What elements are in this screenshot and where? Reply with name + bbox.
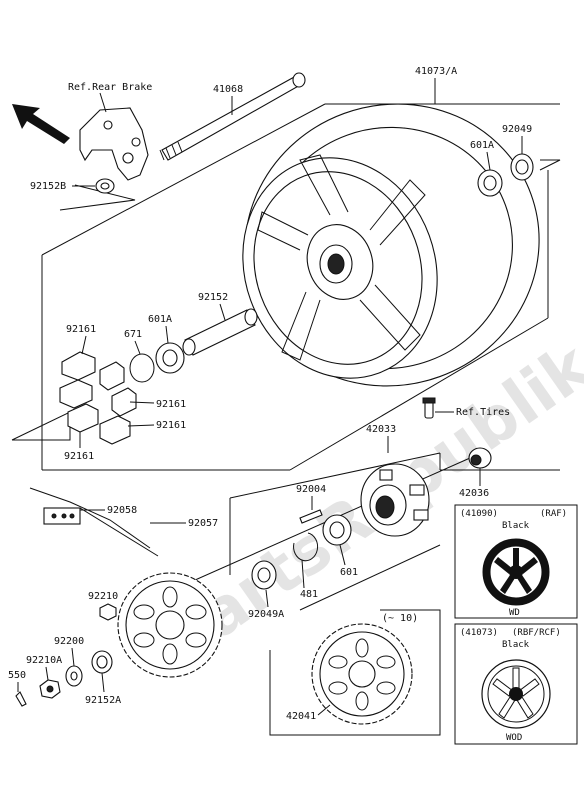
inset-wheel-wod: (41073) (RBF/RCF) Black WOD xyxy=(454,623,578,745)
chain-92057 xyxy=(29,487,159,557)
cotter-pin-550 xyxy=(15,691,27,707)
label-42036: 42036 xyxy=(459,488,489,499)
label-41073a: 41073/A xyxy=(415,66,457,77)
collar-92152b xyxy=(95,178,115,194)
collar-92152 xyxy=(182,308,258,356)
rear-brake-bracket xyxy=(79,107,149,181)
sprocket-42041 xyxy=(311,623,413,725)
axle-41068 xyxy=(159,72,306,161)
label-42033: 42033 xyxy=(366,424,396,435)
collar-92152a xyxy=(91,650,113,674)
range-label: (~ 10) xyxy=(382,613,418,624)
label-92161-d: 92161 xyxy=(64,451,94,462)
ref-tires-label: Ref.Tires xyxy=(456,407,510,418)
ref-rear-brake-label: Ref.Rear Brake xyxy=(68,82,152,93)
collar-42036 xyxy=(468,447,492,469)
damper-set-92161 xyxy=(59,351,137,445)
sprocket xyxy=(117,572,223,678)
label-601: 601 xyxy=(340,567,358,578)
inset-wod-part: (41073) xyxy=(460,628,498,638)
arrow-up-left-icon xyxy=(12,104,70,144)
inset-wd-color: Black xyxy=(502,521,530,531)
tire-valve xyxy=(422,397,436,419)
stud-92004 xyxy=(299,509,323,524)
label-92057: 92057 xyxy=(188,518,218,529)
inset-wd-code: WD xyxy=(509,608,520,618)
label-92200: 92200 xyxy=(54,636,84,647)
label-92049a: 92049A xyxy=(248,609,284,620)
inset-wod-model: (RBF/RCF) xyxy=(512,628,561,638)
seal-92049a xyxy=(251,560,277,590)
label-92049: 92049 xyxy=(502,124,532,135)
nut-92210a xyxy=(39,679,61,699)
label-41068: 41068 xyxy=(213,84,243,95)
bearing-601a-mid xyxy=(155,342,185,374)
snap-ring-481 xyxy=(293,532,319,562)
wheel-assembly-outline xyxy=(11,103,561,471)
nut-92210 xyxy=(99,603,117,621)
label-481: 481 xyxy=(300,589,318,600)
label-92210: 92210 xyxy=(88,591,118,602)
inset-wd-part: (41090) xyxy=(460,509,498,519)
inset-wd-model: (RAF) xyxy=(540,509,567,519)
label-601a-mid: 601A xyxy=(148,314,172,325)
washer-92200 xyxy=(65,665,83,687)
label-92161-b: 92161 xyxy=(156,399,186,410)
rear-wheel-41073a xyxy=(242,103,540,387)
label-92161-a: 92161 xyxy=(66,324,96,335)
inset-wheel-wd: (41090) (RAF) Black WD xyxy=(454,504,578,619)
label-92004: 92004 xyxy=(296,484,326,495)
label-550: 550 xyxy=(8,670,26,681)
alt-sprocket-box xyxy=(269,609,441,736)
bearing-601a-top xyxy=(477,169,503,197)
coupling-42033 xyxy=(360,463,430,537)
inset-wod-code: WOD xyxy=(506,733,522,743)
inset-wod-color: Black xyxy=(502,640,530,650)
seal-92049 xyxy=(510,153,534,181)
label-92210a: 92210A xyxy=(26,655,62,666)
label-92152a: 92152A xyxy=(85,695,121,706)
label-601a-top: 601A xyxy=(470,140,494,151)
label-92161-c: 92161 xyxy=(156,420,186,431)
circlip-671 xyxy=(129,353,155,383)
label-42041: 42041 xyxy=(286,711,316,722)
bearing-601 xyxy=(322,514,352,546)
label-92058: 92058 xyxy=(107,505,137,516)
label-92152b: 92152B xyxy=(30,181,66,192)
label-92152: 92152 xyxy=(198,292,228,303)
label-671: 671 xyxy=(124,329,142,340)
